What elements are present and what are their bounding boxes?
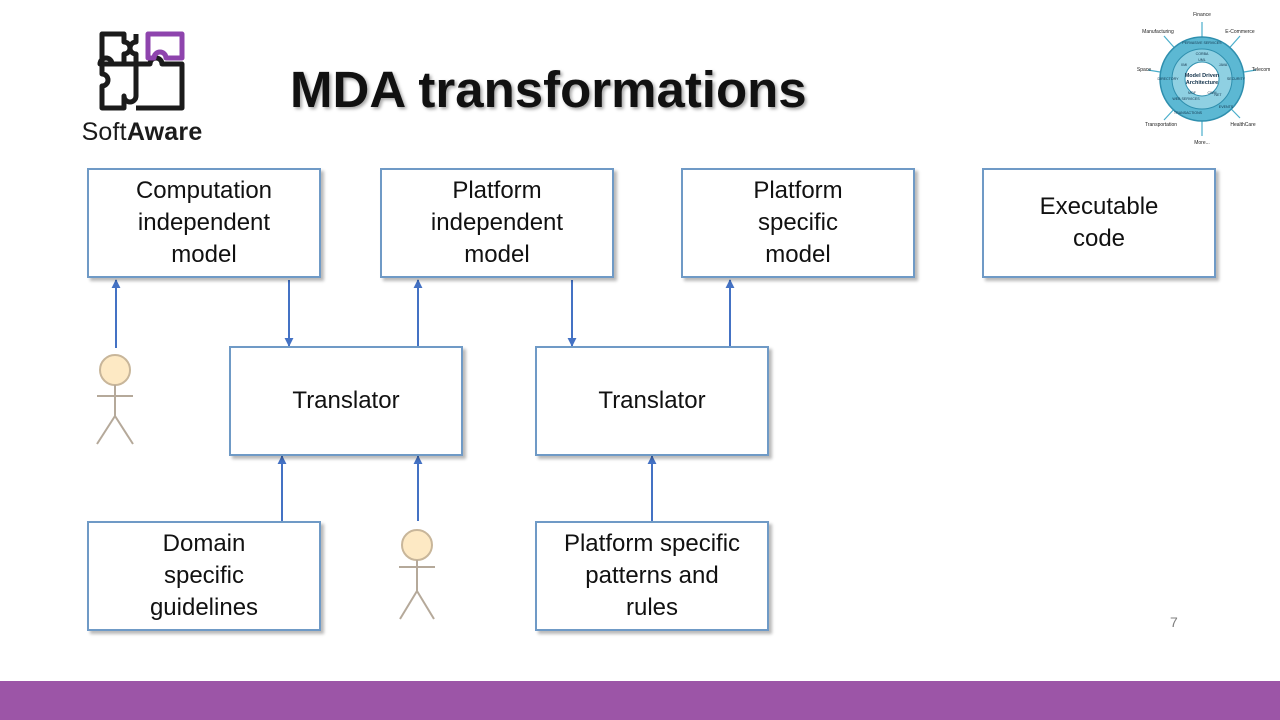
- platform-patterns-box: Platform specific patterns and rules: [535, 521, 769, 631]
- page-number: 7: [1170, 614, 1178, 630]
- wheel-ring-term: JAVA: [1219, 63, 1228, 67]
- pim-box: Platform independent model: [380, 168, 614, 278]
- psm-label: Platform specific model: [753, 177, 843, 268]
- actor-icon: [96, 354, 134, 445]
- slide-title: MDA transformations: [290, 61, 807, 118]
- wheel-ring-term: CORBA: [1196, 52, 1209, 56]
- translator-box-1: Translator: [229, 346, 463, 456]
- wheel-ring-term: UML: [1198, 58, 1206, 62]
- wheel-spoke-label: Transportation: [1145, 122, 1177, 128]
- puzzle-icon: [97, 31, 185, 111]
- executable-code-box: Executable code: [982, 168, 1216, 278]
- wheel-ring-term: PERVASIVE SERVICES: [1182, 41, 1222, 45]
- wheel-spoke-label: HealthCare: [1230, 122, 1256, 128]
- logo-word-soft: Soft: [81, 118, 127, 146]
- executable-code-label: Executable code: [1039, 193, 1159, 252]
- cim-box: Computation independent model: [87, 168, 321, 278]
- domain-guidelines-box: Domain specific guidelines: [87, 521, 321, 631]
- actor-icon: [399, 529, 435, 620]
- wheel-ring-term: WEB SERVICES: [1172, 97, 1200, 101]
- wheel-ring-term: DIRECTORY: [1157, 77, 1179, 81]
- domain-guidelines-label: Domain specific guidelines: [149, 530, 259, 621]
- wheel-spoke-label: Space: [1137, 67, 1151, 73]
- wheel-ring-term: MOF: [1188, 91, 1197, 95]
- wheel-ring-term: EVENTS: [1219, 105, 1234, 109]
- wheel-spoke-label: Telecom: [1252, 67, 1271, 73]
- psm-box: Platform specific model: [681, 168, 915, 278]
- wheel-ring-term: NET: [1214, 93, 1222, 97]
- translator-label-2: Translator: [598, 387, 706, 414]
- wheel-spoke-label: E-Commerce: [1225, 29, 1255, 35]
- pim-label: Platform independent model: [430, 177, 564, 268]
- softaware-logo: SoftAware: [66, 28, 218, 150]
- wheel-ring-term: TRANSACTIONS: [1174, 111, 1203, 115]
- platform-patterns-label: Platform specific patterns and rules: [563, 530, 741, 621]
- translator-box-2: Translator: [535, 346, 769, 456]
- wheel-spoke-label: Manufacturing: [1142, 29, 1174, 35]
- wheel-ring-term: CWM: [1208, 91, 1217, 95]
- logo-wordmark: SoftAware: [66, 118, 218, 147]
- translator-label-1: Translator: [292, 387, 400, 414]
- mda-wheel-diagram: Model Driven Architecture PERVASIVE SERV…: [1137, 12, 1271, 146]
- wheel-ring-term: XMI: [1181, 63, 1187, 67]
- wheel-center-line2: Architecture: [1186, 80, 1218, 86]
- wheel-spoke-label: More...: [1194, 140, 1210, 146]
- footer-bar: [0, 681, 1280, 720]
- wheel-ring-term: SECURITY: [1227, 77, 1246, 81]
- wheel-spoke-label: Finance: [1193, 12, 1211, 18]
- cim-label: Computation independent model: [135, 177, 273, 268]
- wheel-center-line1: Model Driven: [1185, 73, 1220, 79]
- logo-word-aware: Aware: [126, 118, 203, 146]
